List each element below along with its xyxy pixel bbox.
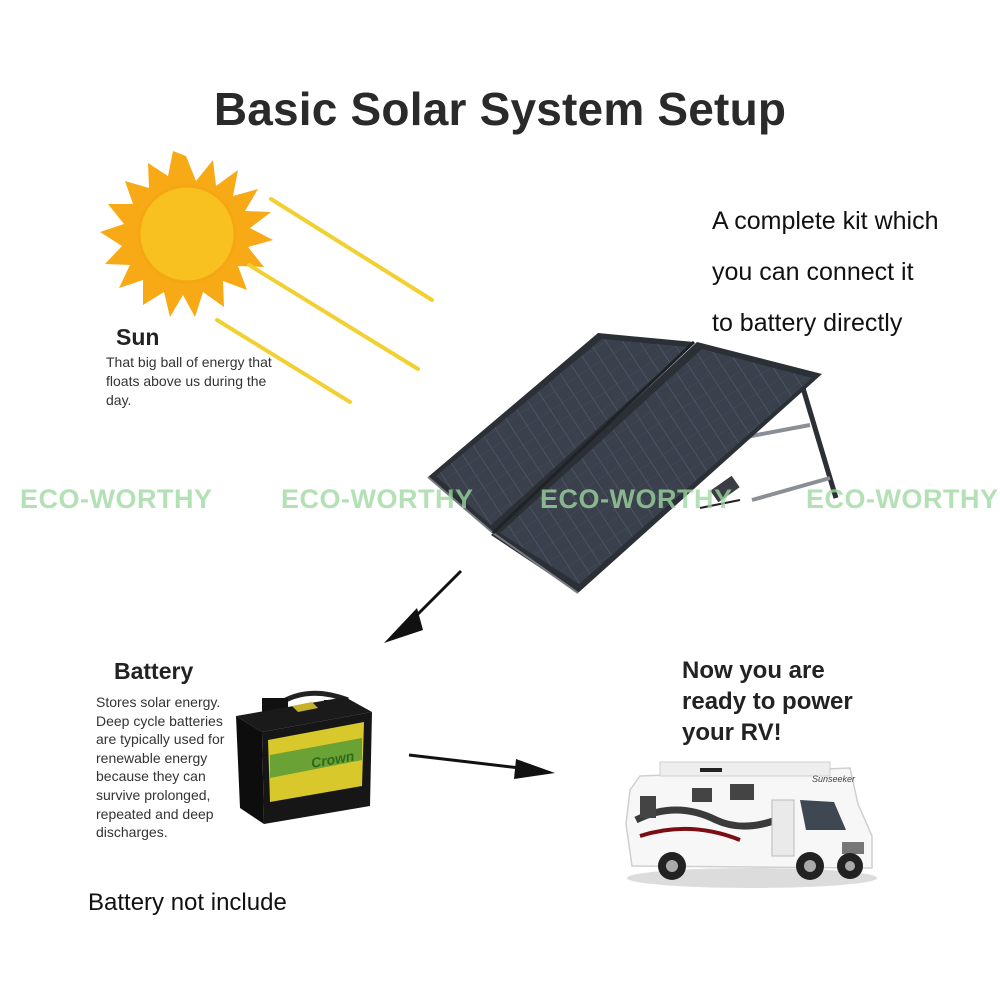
sun-label: Sun	[116, 324, 160, 350]
arrow-panel-to-battery	[384, 569, 463, 643]
kit-description-line: you can connect it	[712, 258, 914, 286]
battery-description: Stores solar energy. Deep cycle batterie…	[96, 694, 225, 841]
battery-footnote: Battery not include	[88, 889, 287, 916]
watermark: ECO-WORTHY	[281, 484, 474, 514]
sun-ray	[247, 263, 420, 371]
kit-description-line: A complete kit which	[712, 207, 939, 235]
sun-ray	[269, 197, 434, 302]
sun-description: That big ball of energy that floats abov…	[106, 354, 272, 408]
rv-ready-line: your RV!	[682, 719, 782, 746]
rv-ready-line: ready to power	[682, 688, 853, 715]
sun-rays	[215, 197, 434, 404]
rv-brand-text: Sunseeker	[812, 774, 856, 784]
kit-description: A complete kit which you can connect it …	[712, 196, 992, 349]
watermark: ECO-WORTHY	[20, 484, 213, 514]
watermark: ECO-WORTHY	[540, 484, 733, 514]
rv-image	[625, 761, 877, 888]
solar-panel-image	[427, 333, 839, 594]
battery-product-text: Crown	[310, 748, 356, 771]
kit-description-line: to battery directly	[712, 309, 903, 337]
sun-ray	[215, 318, 352, 404]
rv-ready-text: Now you are ready to power your RV!	[682, 655, 942, 748]
battery-image	[236, 690, 372, 824]
watermark: ECO-WORTHY	[806, 484, 999, 514]
arrow-battery-to-rv	[408, 753, 555, 779]
rv-ready-line: Now you are	[682, 657, 825, 684]
page-title: Basic Solar System Setup	[213, 83, 787, 135]
sun-icon	[100, 151, 273, 317]
battery-label: Battery	[114, 658, 194, 684]
